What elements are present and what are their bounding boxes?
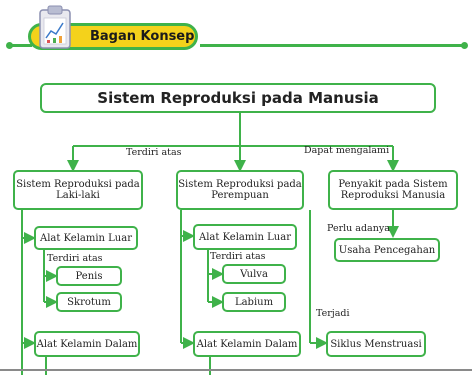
- prevention-label: Usaha Pencegahan: [338, 244, 436, 256]
- female-part-vulva-label: Vulva: [240, 268, 268, 280]
- male-outer-organs-label: Alat Kelamin Luar: [40, 232, 132, 244]
- male-system-box: Sistem Reproduksi pada Laki-laki: [13, 170, 143, 210]
- female-system-box: Sistem Reproduksi pada Perempuan: [176, 170, 304, 210]
- edge-label-terjadi: Terjadi: [316, 308, 350, 319]
- edge-label-female-terdiri-atas: Terdiri atas: [210, 251, 266, 262]
- male-part-skrotum-label: Skrotum: [67, 296, 111, 308]
- female-outer-organs-box: Alat Kelamin Luar: [193, 224, 297, 250]
- banner-rule-right: [200, 44, 464, 47]
- female-part-vulva-box: Vulva: [222, 264, 286, 284]
- disease-box: Penyakit pada Sistem Reproduksi Manusia: [328, 170, 458, 210]
- female-part-labium-box: Labium: [222, 292, 286, 312]
- clipboard-chart-icon: [39, 5, 71, 49]
- edge-label-perlu-adanya: Perlu adanya: [327, 223, 390, 234]
- banner-title: Bagan Konsep: [90, 29, 195, 44]
- main-title-text: Sistem Reproduksi pada Manusia: [97, 88, 379, 107]
- female-inner-organs-label: Alat Kelamin Dalam: [196, 338, 298, 350]
- male-inner-organs-box: Alat Kelamin Dalam: [34, 331, 140, 357]
- male-part-skrotum-box: Skrotum: [56, 292, 122, 312]
- menstrual-cycle-label: Siklus Menstruasi: [330, 338, 422, 350]
- banner-rule-left: [10, 44, 32, 47]
- male-part-penis-box: Penis: [56, 266, 122, 286]
- edge-label-male-terdiri-atas: Terdiri atas: [47, 253, 103, 264]
- banner-dot-right: [461, 42, 468, 49]
- disease-label: Penyakit pada Sistem Reproduksi Manusia: [338, 179, 448, 201]
- male-inner-organs-label: Alat Kelamin Dalam: [36, 338, 138, 350]
- male-outer-organs-box: Alat Kelamin Luar: [34, 226, 138, 250]
- edge-label-dapat-mengalami: Dapat mengalami: [304, 145, 390, 156]
- male-system-label: Sistem Reproduksi pada Laki-laki: [16, 179, 140, 201]
- edge-label-terdiri-atas: Terdiri atas: [126, 147, 182, 158]
- page-bottom-rule: [0, 369, 472, 371]
- female-inner-organs-box: Alat Kelamin Dalam: [193, 331, 301, 357]
- prevention-box: Usaha Pencegahan: [334, 238, 440, 262]
- main-title-box: Sistem Reproduksi pada Manusia: [40, 83, 436, 113]
- male-part-penis-label: Penis: [75, 270, 103, 282]
- menstrual-cycle-box: Siklus Menstruasi: [326, 331, 426, 357]
- female-system-label: Sistem Reproduksi pada Perempuan: [178, 179, 302, 201]
- female-outer-organs-label: Alat Kelamin Luar: [199, 231, 291, 243]
- banner-dot-left: [6, 42, 13, 49]
- female-part-labium-label: Labium: [234, 296, 274, 308]
